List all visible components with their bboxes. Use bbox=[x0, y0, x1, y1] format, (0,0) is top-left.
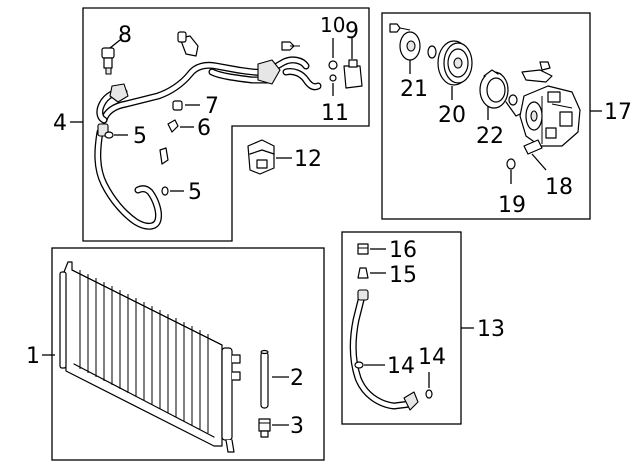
callout-5b: 5 bbox=[188, 180, 202, 205]
snap-ring bbox=[508, 94, 518, 106]
callout-18: 18 bbox=[545, 175, 573, 200]
callout-17: 17 bbox=[604, 100, 632, 125]
callout-2: 2 bbox=[290, 366, 304, 391]
o-ring-19 bbox=[506, 158, 516, 170]
callout-15: 15 bbox=[389, 263, 417, 288]
callout-12: 12 bbox=[294, 147, 322, 172]
o-ring-11 bbox=[329, 74, 337, 82]
callout-4: 4 bbox=[53, 111, 67, 136]
callout-8: 8 bbox=[118, 23, 132, 48]
callout-14a: 14 bbox=[387, 354, 415, 379]
compressor-group-frame bbox=[381, 12, 591, 220]
callout-7: 7 bbox=[205, 94, 219, 119]
discharge-hose bbox=[94, 128, 162, 230]
liquid-line bbox=[349, 289, 419, 411]
callout-5a: 5 bbox=[133, 124, 147, 149]
callout-13: 13 bbox=[477, 317, 505, 342]
line-fitting bbox=[257, 59, 281, 85]
callout-16: 16 bbox=[389, 238, 417, 263]
callout-14b: 14 bbox=[418, 345, 446, 370]
clutch-bolt bbox=[389, 23, 411, 33]
o-ring-14-left bbox=[354, 361, 364, 369]
callout-21: 21 bbox=[400, 77, 428, 102]
o-ring-14-right bbox=[425, 389, 433, 399]
lines-group-frame bbox=[82, 7, 370, 242]
line-clip bbox=[177, 31, 187, 43]
clutch-coil bbox=[479, 69, 521, 117]
callout-6: 6 bbox=[197, 116, 211, 141]
callout-8-leader bbox=[109, 39, 121, 49]
o-ring-lower bbox=[161, 186, 169, 196]
receiver-drier bbox=[343, 59, 363, 89]
callout-20: 20 bbox=[438, 103, 466, 128]
compressor bbox=[519, 85, 581, 147]
line-fitting-2 bbox=[109, 83, 129, 103]
relief-valve bbox=[523, 139, 543, 155]
callout-1: 1 bbox=[26, 344, 40, 369]
clutch-shim bbox=[427, 45, 437, 59]
callout-19: 19 bbox=[498, 193, 526, 218]
hose-clip bbox=[159, 147, 169, 165]
service-valve-core bbox=[357, 267, 369, 279]
valve-core bbox=[167, 119, 179, 133]
pressure-switch bbox=[101, 47, 115, 75]
suction-line bbox=[96, 56, 322, 124]
condenser bbox=[59, 261, 241, 453]
condenser-group-frame bbox=[51, 247, 325, 461]
mounting-block bbox=[247, 139, 275, 175]
callout-18-leader bbox=[531, 153, 547, 171]
o-ring-upper bbox=[104, 131, 114, 139]
line-bolt bbox=[281, 41, 295, 51]
callout-22: 22 bbox=[476, 124, 504, 149]
service-cap bbox=[357, 243, 369, 255]
o-ring-10 bbox=[328, 60, 338, 70]
callout-9: 9 bbox=[345, 19, 359, 44]
callout-10: 10 bbox=[320, 13, 345, 37]
dryer-element bbox=[260, 349, 269, 409]
compressor-bracket bbox=[521, 69, 553, 83]
compressor-bracket-bolt bbox=[539, 61, 551, 71]
dryer-plug bbox=[258, 418, 271, 438]
callout-3: 3 bbox=[290, 414, 304, 439]
clutch-hub bbox=[399, 31, 421, 61]
clutch-pulley bbox=[437, 40, 473, 86]
charge-valve bbox=[172, 100, 183, 111]
callout-11: 11 bbox=[321, 101, 349, 126]
